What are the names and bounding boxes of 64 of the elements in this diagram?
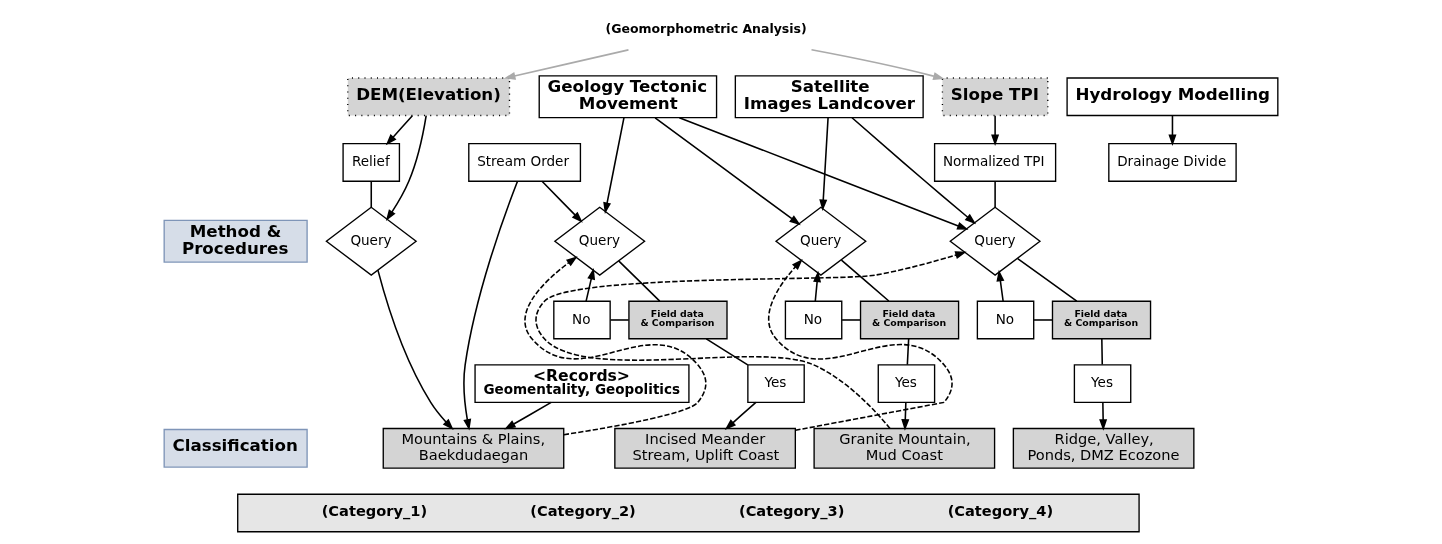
node-box: Granite Mountain, Mud Coast xyxy=(813,427,996,469)
connector xyxy=(841,319,862,321)
node-box: DEM(Elevation) xyxy=(347,77,511,117)
arrow xyxy=(851,117,977,225)
node-box: Slope TPI xyxy=(941,77,1049,117)
arrow xyxy=(654,117,801,226)
node-box: Yes xyxy=(747,364,805,404)
node-box: Method & Procedures xyxy=(163,219,308,263)
node-box: No xyxy=(784,300,843,340)
node-box: Stream Order xyxy=(468,143,582,182)
arrow xyxy=(603,117,625,214)
arrow xyxy=(768,258,953,432)
connector xyxy=(840,259,890,302)
connector xyxy=(370,180,373,208)
node-box: Mountains & Plains, Baekdudaegan xyxy=(382,427,565,469)
connector xyxy=(617,260,661,302)
node-box: Field data & Comparison xyxy=(859,300,960,340)
connector xyxy=(1101,338,1104,366)
node-box: Geology Tectonic Movement xyxy=(538,75,718,119)
arrow xyxy=(996,269,1005,302)
arrow xyxy=(385,115,414,146)
node-box: No xyxy=(976,300,1035,340)
node-text: (Geomorphometric Analysis) xyxy=(605,21,807,37)
connector xyxy=(609,319,630,321)
node-box: No xyxy=(553,300,611,340)
arrow xyxy=(524,256,707,436)
connector xyxy=(1016,257,1078,302)
arrow xyxy=(1168,115,1177,146)
node-box: Yes xyxy=(1073,364,1132,404)
arrow xyxy=(377,269,454,430)
arrow xyxy=(810,49,945,80)
node-diamond: Query xyxy=(553,206,646,276)
connector xyxy=(906,338,910,366)
node-box: Drainage Divide xyxy=(1108,143,1237,182)
arrow xyxy=(504,401,552,430)
arrow xyxy=(385,114,427,221)
connector xyxy=(705,338,749,366)
node-diamond: Query xyxy=(774,206,867,276)
node-diamond: Query xyxy=(949,206,1042,276)
node-box: Yes xyxy=(877,364,936,404)
arrow xyxy=(678,116,969,230)
node-box: Ridge, Valley, Ponds, DMZ Ecozone xyxy=(1012,427,1195,469)
arrow xyxy=(504,49,630,80)
arrow xyxy=(541,180,583,223)
node-box: (Category_1) (Category_2) (Category_3) (Category_4) xyxy=(237,493,1140,533)
node-box: Field data & Comparison xyxy=(628,300,728,340)
arrow xyxy=(463,180,519,431)
arrow xyxy=(819,117,829,211)
arrow xyxy=(724,401,757,430)
node-box: Relief xyxy=(342,143,401,182)
connector xyxy=(1033,319,1053,321)
node-box: Satellite Images Landcover xyxy=(734,75,924,119)
arrow xyxy=(1099,401,1108,431)
node-box: Incised Meander Stream, Uplift Coast xyxy=(614,427,796,469)
node-box: Field data & Comparison xyxy=(1051,300,1152,340)
node-box: Normalized TPI xyxy=(933,143,1057,182)
arrow xyxy=(813,270,822,302)
arrow xyxy=(535,251,967,430)
arrow xyxy=(585,268,596,302)
connector xyxy=(994,180,996,208)
node-box: Classification xyxy=(163,428,308,468)
node-box: <Records> Geomentality, Geopolitics xyxy=(474,364,690,404)
node-box: Hydrology Modelling xyxy=(1066,77,1279,117)
arrow xyxy=(991,115,1000,146)
